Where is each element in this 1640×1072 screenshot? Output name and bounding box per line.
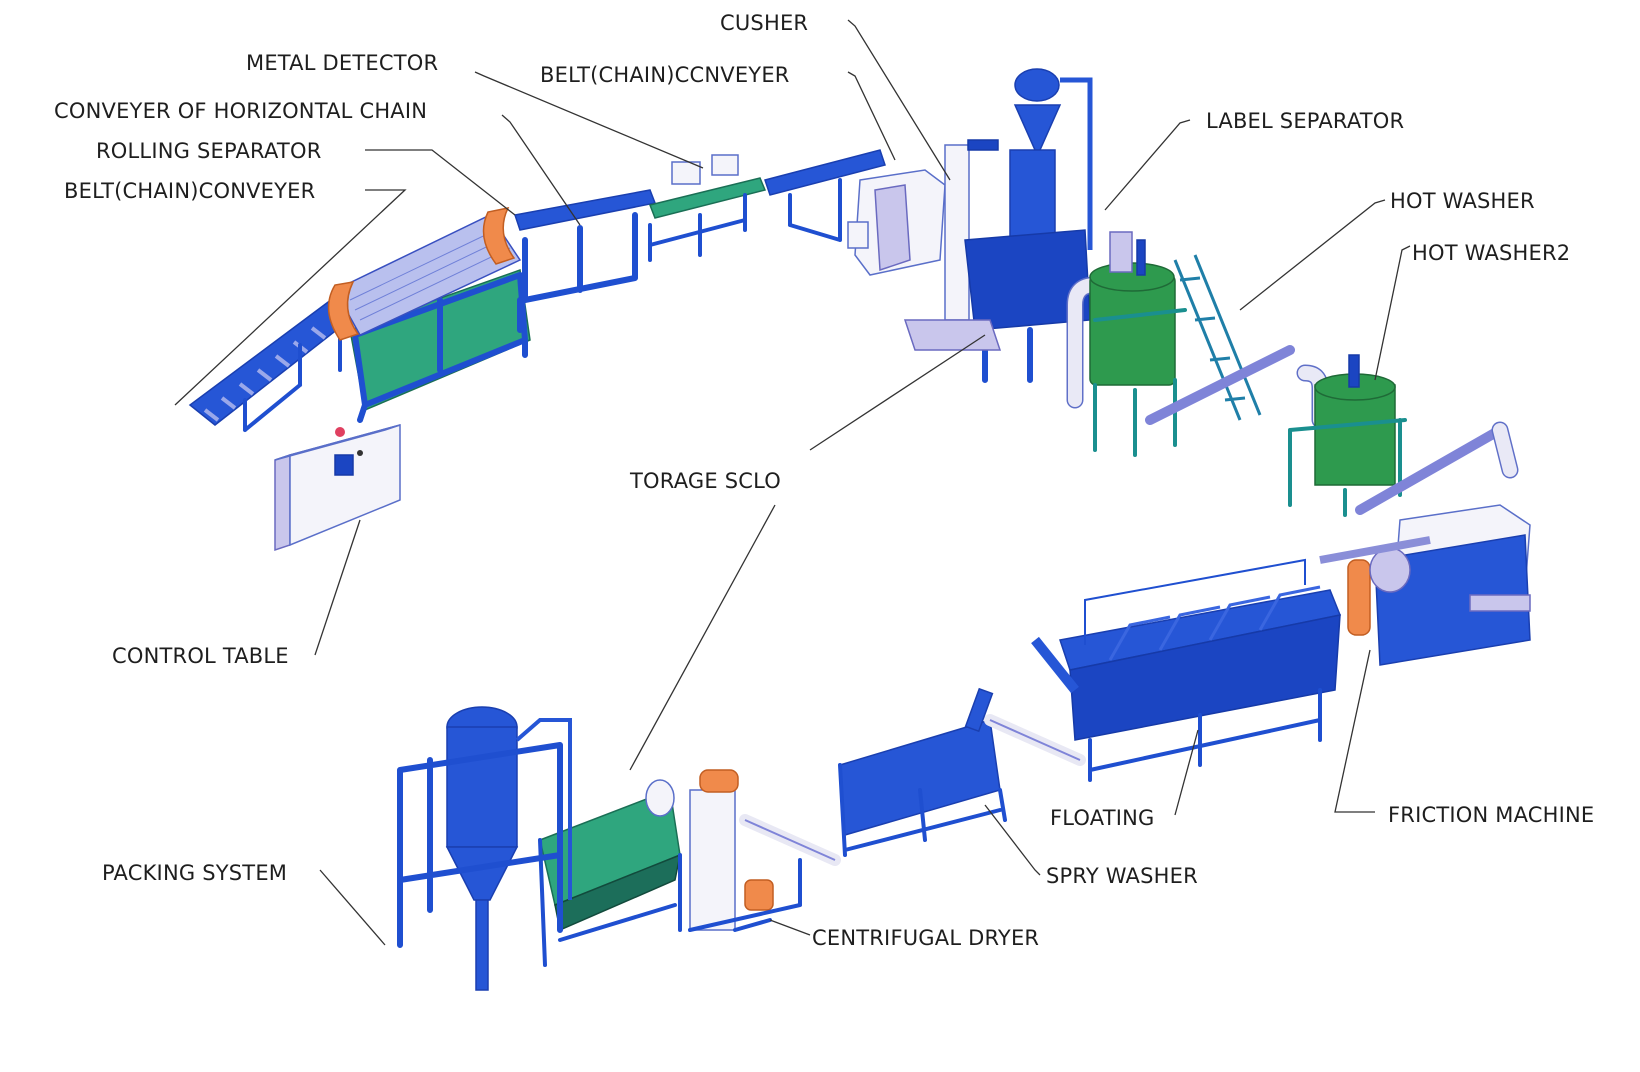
metal-detector-machine [648,154,767,262]
label-friction-machine: FRICTION MACHINE [1388,803,1594,827]
hot-washer2-machine [1288,354,1519,517]
label-conveyer-horizontal-chain: CONVEYER OF HORIZONTAL CHAIN [54,99,427,123]
control-table-machine [274,424,401,552]
leader-floating [1174,729,1199,816]
label-floating: FLOATING [1050,806,1155,830]
label-centrifugal-dryer: CENTRIFUGAL DRYER [812,926,1039,950]
leader-cusher [847,19,951,181]
spry-washer-machine [838,687,1086,857]
belt-conveyer-lower-machine [188,281,377,432]
label-hot-washer2: HOT WASHER2 [1412,241,1570,265]
crusher-machine [847,169,946,276]
leader-belt-conveyer-upper [847,71,896,161]
leader-hot-washer2 [1374,245,1411,381]
leader-rolling-separator [365,149,516,216]
leader-spry-washer [984,804,1041,876]
screw-conveyor-1 [1145,345,1295,425]
leader-storage-silo-down [629,504,776,771]
label-metal-detector: METAL DETECTOR [246,51,438,75]
leader-lines [174,19,1411,946]
centrifugal-dryer-machine [688,769,841,932]
friction-machine [1319,504,1531,666]
label-cusher: CUSHER [720,11,808,35]
label-storage-silo: TORAGE SCLO [629,469,781,493]
leader-horizontal-chain [501,114,581,226]
leader-hot-washer [1239,199,1386,311]
packing-system-machine [397,706,572,991]
horizontal-chain-conveyer-machine [514,189,657,333]
label-spry-washer: SPRY WASHER [1046,864,1198,888]
leader-friction-machine [1334,649,1375,813]
hot-washer-machine [1066,231,1262,457]
label-belt-conveyer-upper: BELT(CHAIN)CCNVEYER [540,63,790,87]
leader-centrifugal-dryer [769,919,811,936]
label-hot-washer: HOT WASHER [1390,189,1535,213]
rolling-separator-machine [327,206,531,423]
leader-packing-system [319,869,386,946]
label-packing-system: PACKING SYSTEM [102,861,287,885]
floating-washer-machine [1031,558,1342,782]
label-label-separator: LABEL SEPARATOR [1206,109,1404,133]
label-belt-conveyer-lower: BELT(CHAIN)CONVEYER [64,179,315,203]
leader-belt-conveyer-lower [174,189,407,406]
leader-metal-detector [474,71,704,169]
belt-conveyer-upper-machine [764,149,886,242]
leader-storage-silo [809,334,986,451]
labels: CUSHER METAL DETECTOR BELT(CHAIN)CCNVEYE… [54,11,1594,950]
leader-control-table [314,519,361,656]
label-rolling-separator: ROLLING SEPARATOR [96,139,321,163]
label-control-table: CONTROL TABLE [112,644,289,668]
leader-label-separator [1104,119,1191,211]
